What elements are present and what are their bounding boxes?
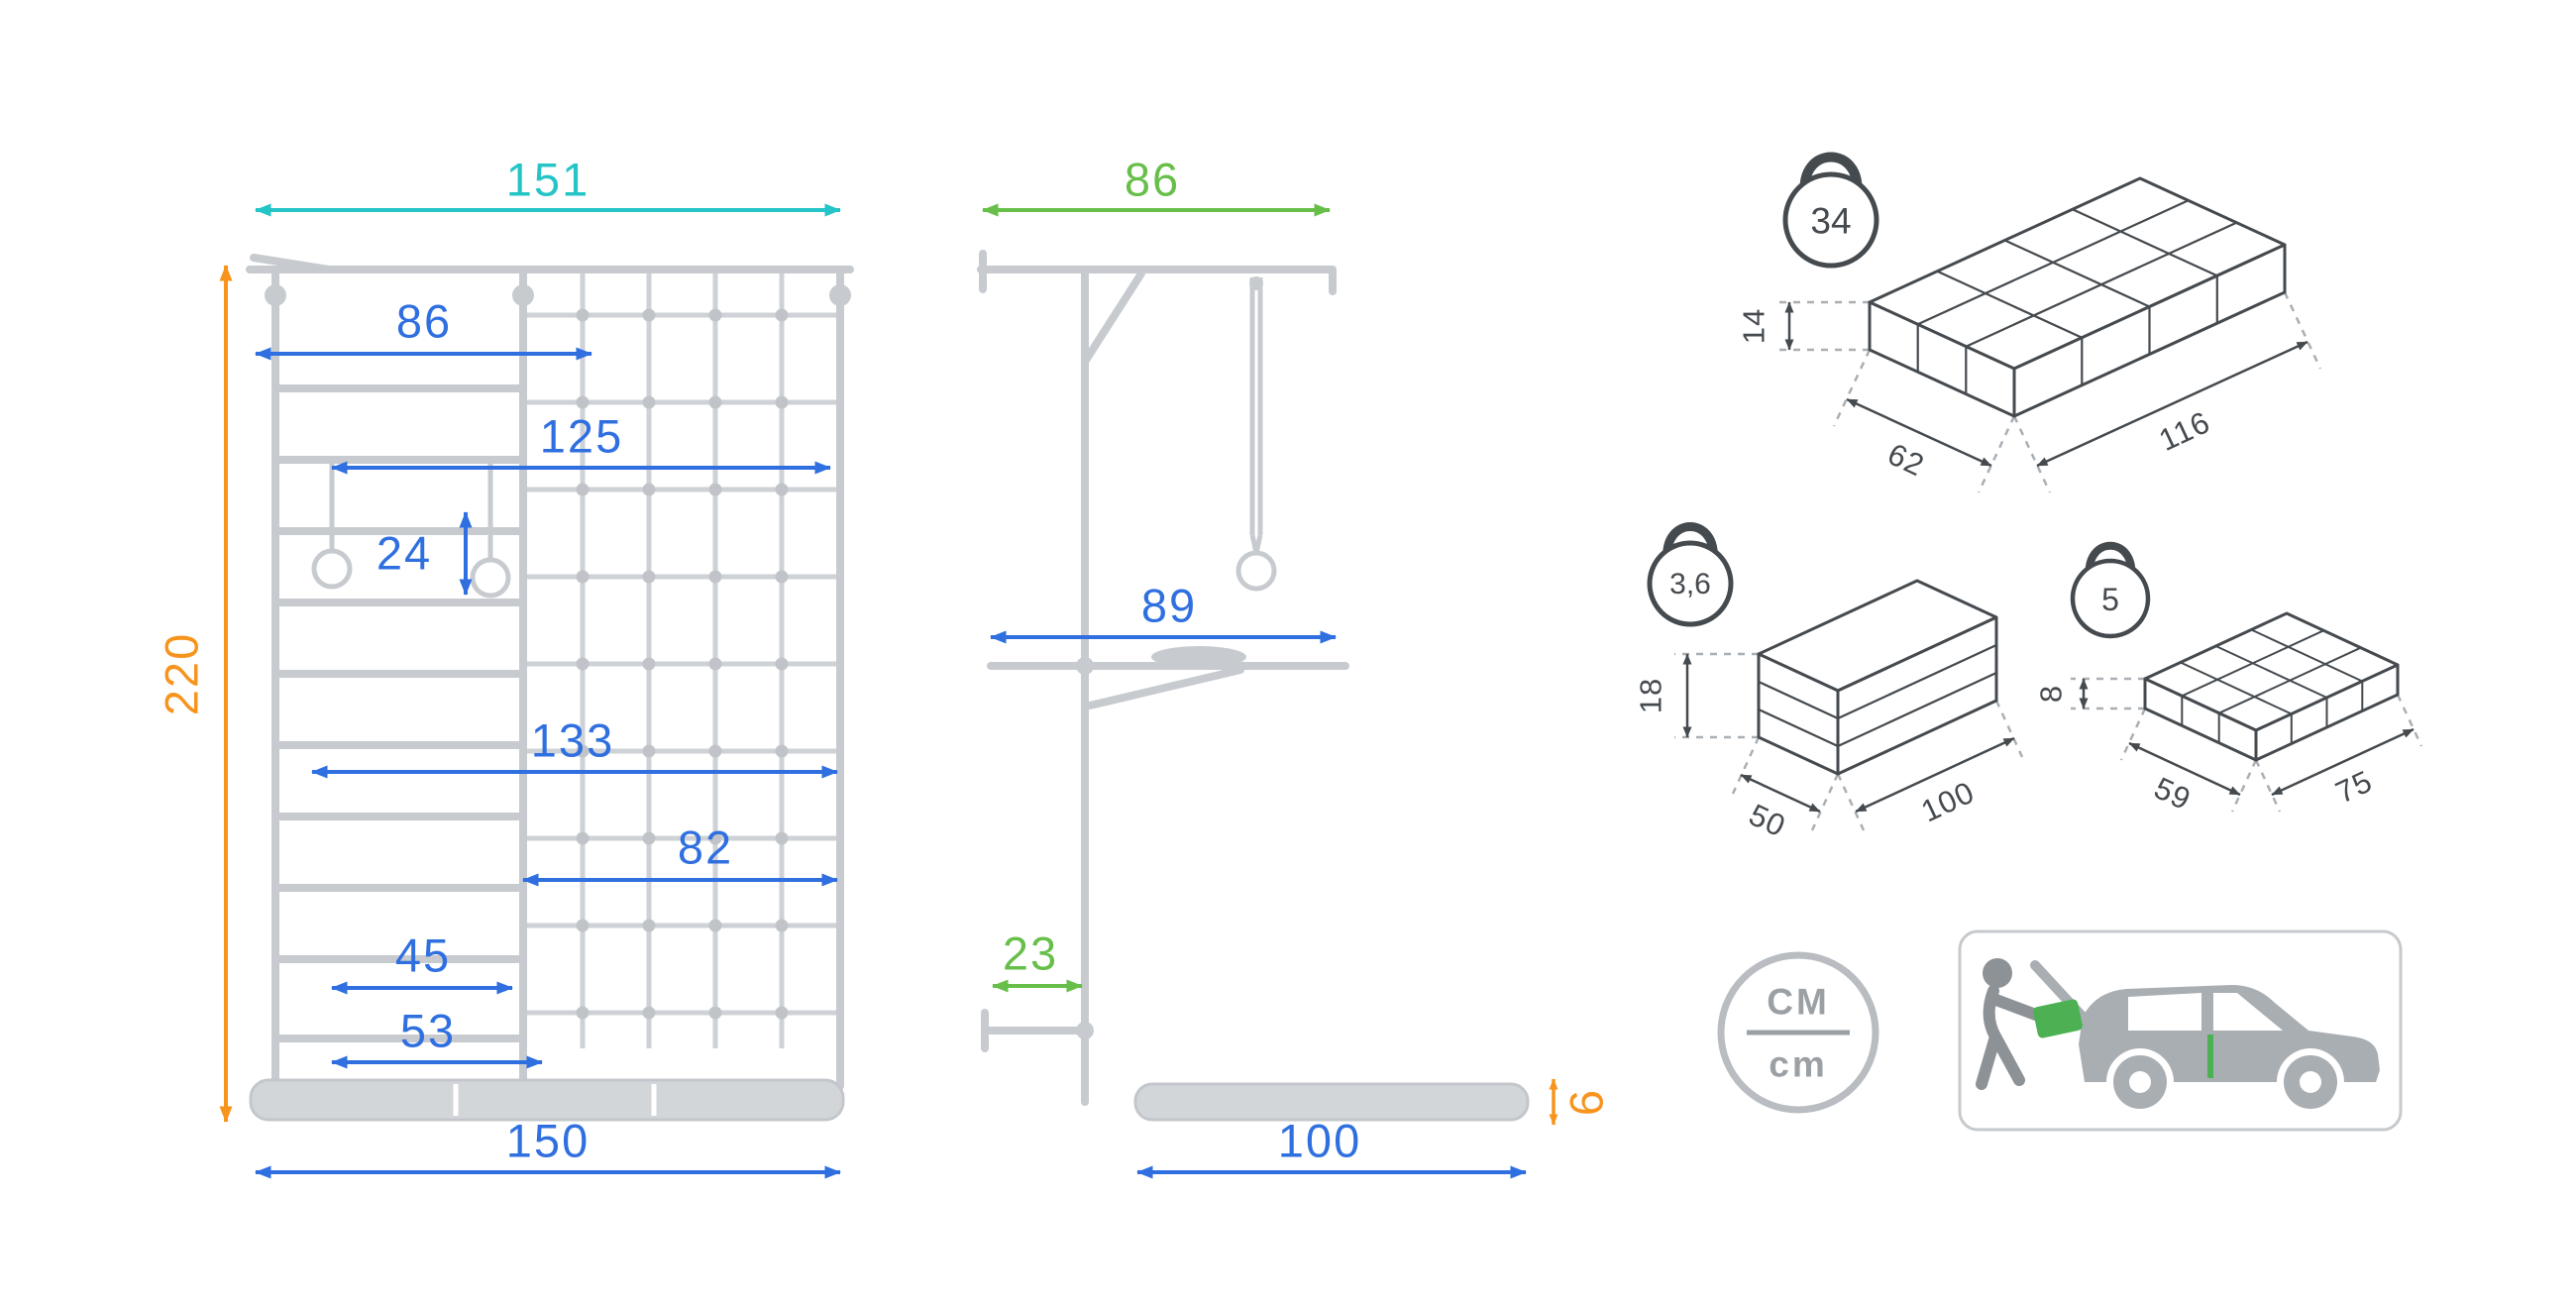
units-badge-icon: [1717, 951, 1879, 1114]
package-small: [2143, 611, 2400, 762]
net-knots: [576, 308, 789, 1020]
kettlebell-icon-5: [2070, 541, 2151, 639]
front-view-joints: [265, 284, 851, 306]
package-mats-seams: [1758, 644, 1997, 747]
dim-label-125: 125: [539, 409, 624, 463]
kettlebell-icon-3-6: [1647, 522, 1734, 627]
dim-label-86-front: 86: [395, 294, 453, 348]
car-front-window: [2213, 993, 2283, 1031]
dim-label-150: 150: [505, 1114, 590, 1167]
car-rear-window: [2128, 993, 2201, 1031]
package-small-dims: [2079, 678, 2415, 797]
side-view-structure: [977, 250, 1349, 1106]
package-large-dashes: [1775, 291, 2322, 493]
person-loading-icon: [1976, 958, 2083, 1090]
package-large-grid: [1916, 199, 2237, 394]
package-mats-dims: [1682, 653, 2015, 814]
dim-label-86-side: 86: [1124, 153, 1181, 206]
dim-label-133: 133: [530, 713, 615, 767]
dim-label-53: 53: [399, 1004, 457, 1057]
floor-mat-front: [249, 1078, 845, 1122]
dimension-arrows: [219, 203, 1558, 1179]
pkg-label-8: 8: [2033, 684, 2069, 704]
weight-label-34: 34: [1810, 200, 1852, 242]
pole-joints: [1076, 657, 1094, 1039]
car-trunk-panel: [1958, 929, 2403, 1132]
floor-mat-side: [1133, 1082, 1530, 1122]
dim-label-24: 24: [376, 526, 433, 580]
pkg-label-14: 14: [1736, 307, 1771, 345]
pkg-label-18: 18: [1633, 677, 1668, 714]
dim-label-6: 6: [1559, 1087, 1613, 1117]
package-box-icon: [2033, 999, 2083, 1038]
door-accent: [2207, 1035, 2213, 1078]
dim-label-82: 82: [677, 820, 734, 874]
kettlebell-icon-34: [1782, 152, 1879, 269]
disc-seat: [1151, 646, 1246, 668]
weight-label-3-6: 3,6: [1669, 568, 1711, 600]
gym-ring-side: [1235, 276, 1277, 592]
units-label-bottom: cm: [1769, 1043, 1828, 1085]
weight-label-5: 5: [2101, 582, 2119, 617]
front-view-structure: [246, 254, 854, 1090]
package-large-dims: [1784, 301, 2308, 468]
climbing-net: [527, 273, 836, 1048]
gym-rings-front: [311, 460, 511, 599]
dim-label-220: 220: [155, 631, 208, 716]
units-label-top: CM: [1767, 981, 1830, 1023]
package-small-grid: [2180, 628, 2364, 744]
dim-label-23: 23: [1002, 926, 1059, 980]
dim-label-151: 151: [505, 153, 590, 206]
dim-label-45: 45: [394, 928, 452, 982]
dim-label-100-mat: 100: [1277, 1114, 1362, 1167]
dim-label-89: 89: [1140, 579, 1198, 632]
package-mats: [1757, 579, 1998, 776]
